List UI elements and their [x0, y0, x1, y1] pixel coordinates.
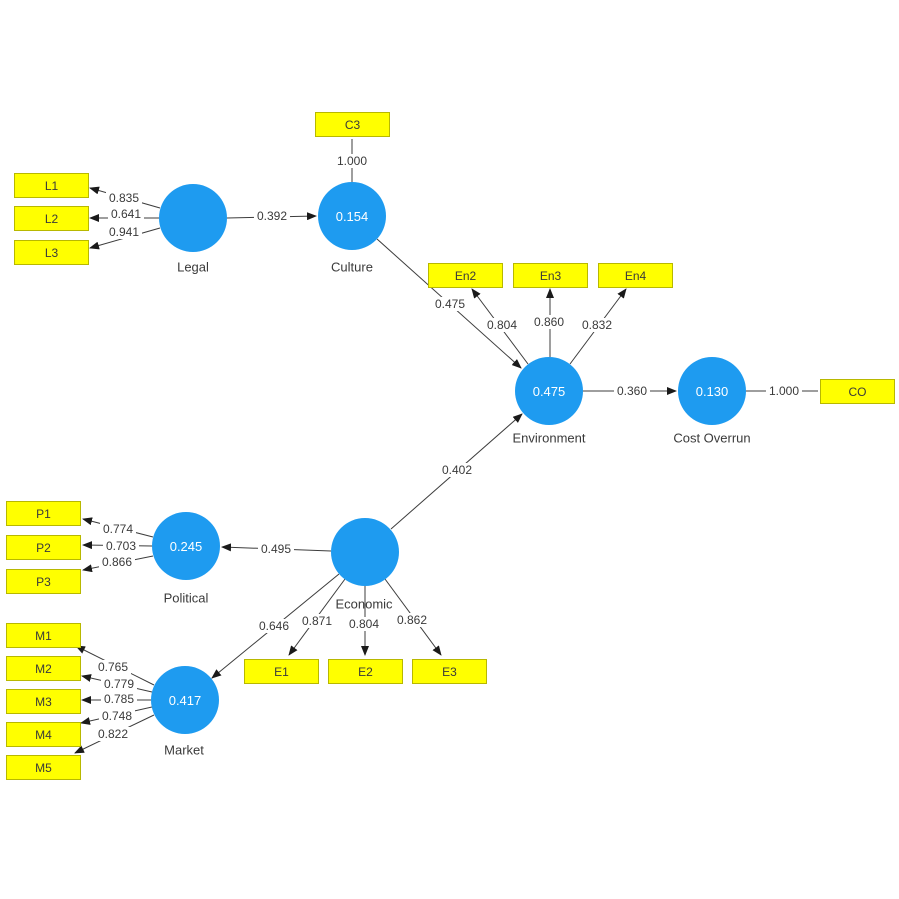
indicator-m4[interactable]: M4	[6, 722, 81, 747]
loading-en2: 0.804	[483, 318, 521, 332]
loading-l3: 0.941	[105, 225, 143, 239]
indicator-p1[interactable]: P1	[6, 501, 81, 526]
indicator-m2[interactable]: M2	[6, 656, 81, 681]
loading-p2: 0.703	[102, 539, 140, 553]
loading-l2: 0.641	[107, 207, 145, 221]
loading-e1: 0.871	[298, 614, 336, 628]
indicator-p3[interactable]: P3	[6, 569, 81, 594]
loading-m2: 0.779	[100, 677, 138, 691]
loading-en4: 0.832	[578, 318, 616, 332]
latent-market-rsquare: 0.417	[168, 692, 202, 708]
latent-market[interactable]: 0.417	[151, 666, 219, 734]
coef-legal-culture: 0.392	[253, 209, 291, 223]
label-economic: Economic	[335, 596, 393, 612]
coef-economic-market: 0.646	[255, 619, 293, 633]
coef-environment-costoverrun: 0.360	[613, 384, 651, 398]
coef-economic-political: 0.495	[257, 542, 295, 556]
latent-economic[interactable]	[331, 518, 399, 586]
indicator-m5[interactable]: M5	[6, 755, 81, 780]
loading-l1: 0.835	[105, 191, 143, 205]
latent-cost-overrun[interactable]: 0.130	[678, 357, 746, 425]
indicator-co[interactable]: CO	[820, 379, 895, 404]
indicator-l3[interactable]: L3	[14, 240, 89, 265]
latent-political-rsquare: 0.245	[169, 538, 203, 554]
indicator-l1[interactable]: L1	[14, 173, 89, 198]
label-political: Political	[163, 590, 209, 606]
indicator-e2[interactable]: E2	[328, 659, 403, 684]
label-legal: Legal	[177, 259, 209, 275]
loading-m1: 0.765	[94, 660, 132, 674]
indicator-e3[interactable]: E3	[412, 659, 487, 684]
label-culture: Culture	[331, 259, 373, 275]
indicator-m3[interactable]: M3	[6, 689, 81, 714]
indicator-c3[interactable]: C3	[315, 112, 390, 137]
label-environment: Environment	[512, 430, 586, 446]
label-cost-overrun: Cost Overrun	[673, 430, 751, 446]
indicator-en2[interactable]: En2	[428, 263, 503, 288]
indicator-en3[interactable]: En3	[513, 263, 588, 288]
indicator-l2[interactable]: L2	[14, 206, 89, 231]
loading-m5: 0.822	[94, 727, 132, 741]
loading-m4: 0.748	[98, 709, 136, 723]
indicator-p2[interactable]: P2	[6, 535, 81, 560]
loading-p1: 0.774	[99, 522, 137, 536]
indicator-e1[interactable]: E1	[244, 659, 319, 684]
coef-economic-environment: 0.402	[438, 463, 476, 477]
loading-m3: 0.785	[100, 692, 138, 706]
indicator-en4[interactable]: En4	[598, 263, 673, 288]
coef-culture-environment: 0.475	[431, 297, 469, 311]
loading-c3: 1.000	[333, 154, 371, 168]
label-market: Market	[164, 742, 204, 758]
indicator-m1[interactable]: M1	[6, 623, 81, 648]
latent-culture-rsquare: 0.154	[335, 208, 369, 224]
loading-e2: 0.804	[345, 617, 383, 631]
latent-political[interactable]: 0.245	[152, 512, 220, 580]
latent-culture[interactable]: 0.154	[318, 182, 386, 250]
loading-e3: 0.862	[393, 613, 431, 627]
loading-en3: 0.860	[530, 315, 568, 329]
latent-environment-rsquare: 0.475	[532, 383, 566, 399]
latent-cost-overrun-rsquare: 0.130	[695, 383, 729, 399]
loading-co: 1.000	[765, 384, 803, 398]
latent-environment[interactable]: 0.475	[515, 357, 583, 425]
latent-legal[interactable]	[159, 184, 227, 252]
loading-p3: 0.866	[98, 555, 136, 569]
